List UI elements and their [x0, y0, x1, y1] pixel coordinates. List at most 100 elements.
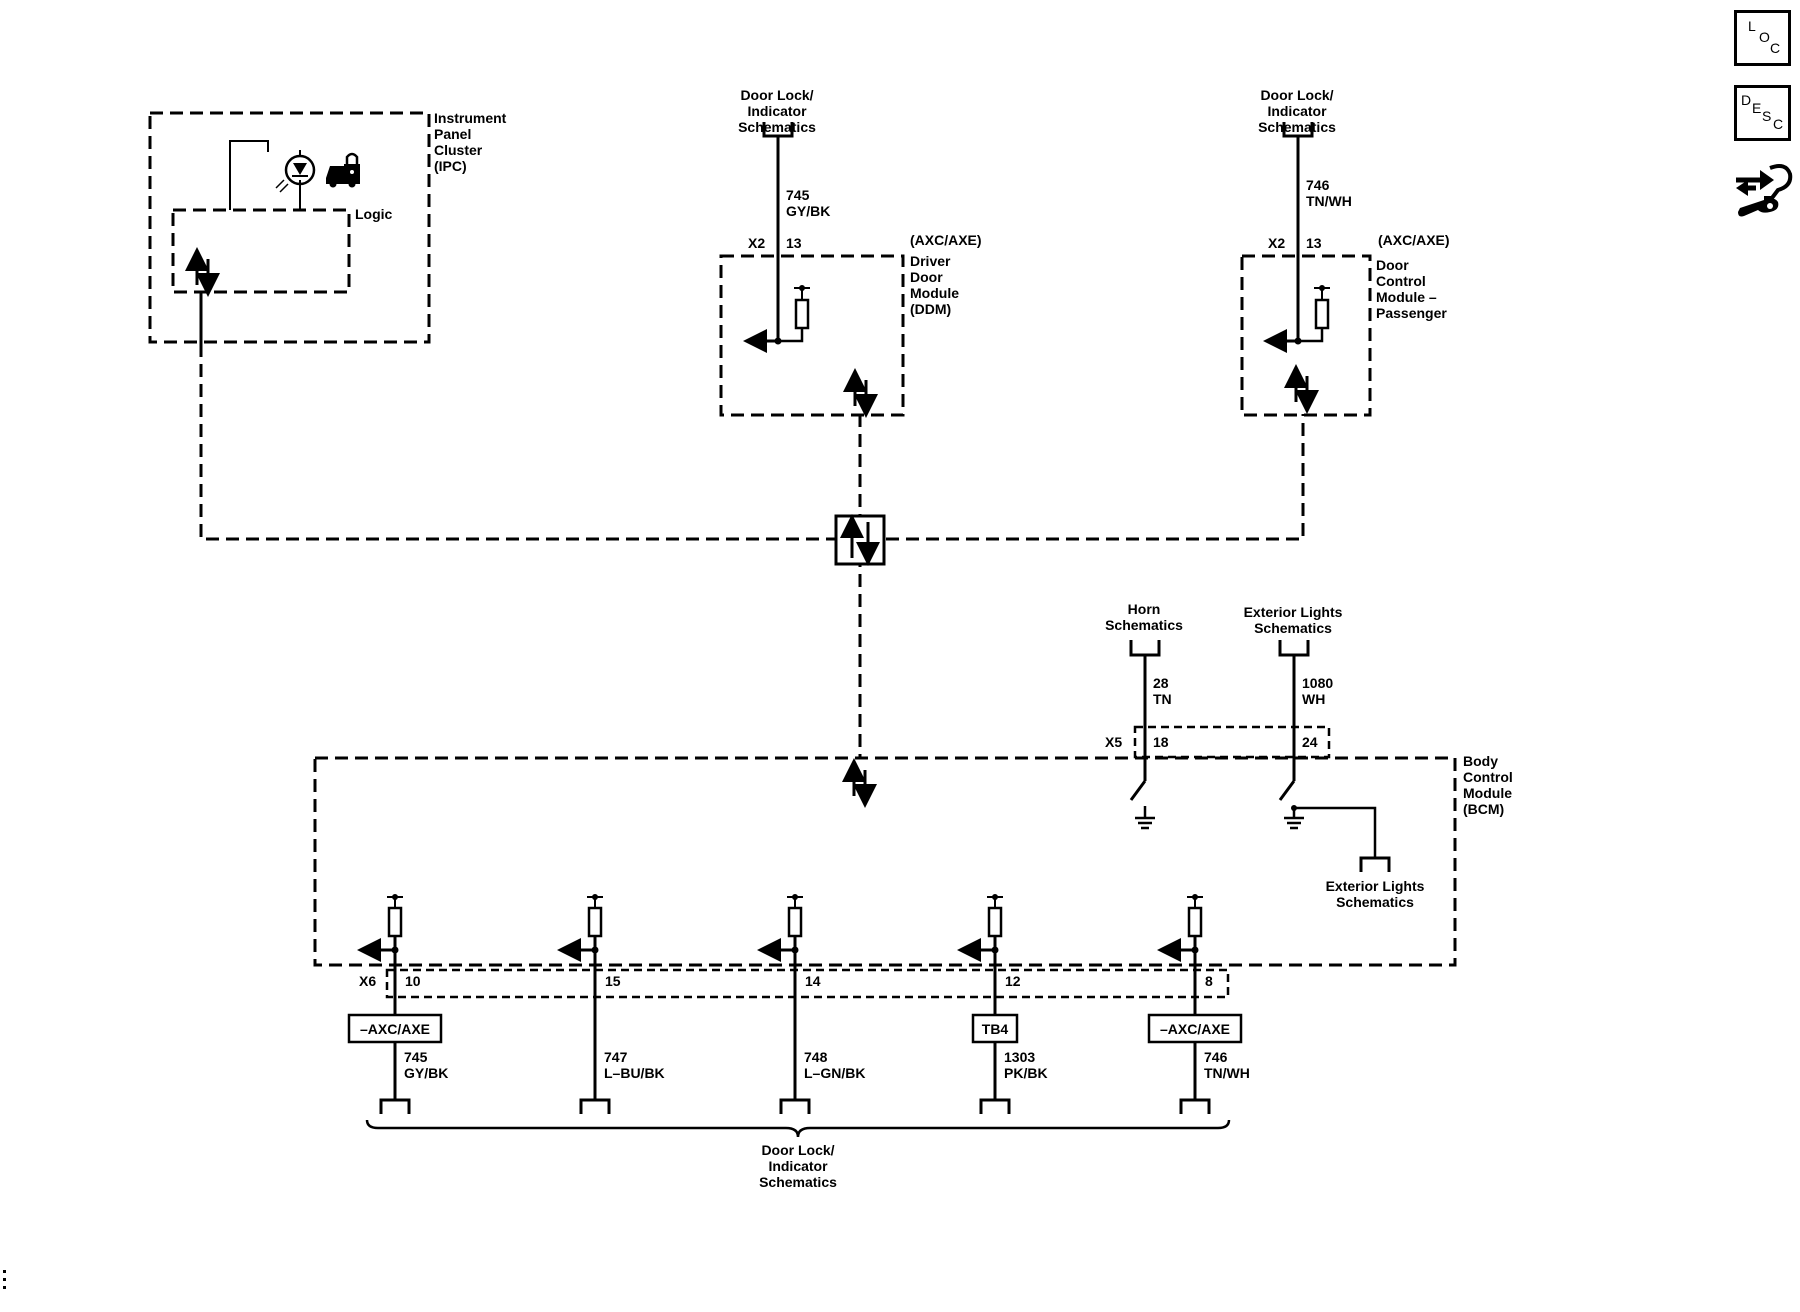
- x6-label: X6: [359, 973, 376, 989]
- horn-pin: 18: [1153, 734, 1169, 750]
- circuit-number: 747: [604, 1049, 628, 1065]
- ddm-option: (AXC/AXE): [910, 232, 982, 248]
- data-arrows-icon: [1284, 364, 1319, 414]
- exterior-lights-circuit: Exterior Lights Schematics 1080 WH 24 Ex…: [1244, 604, 1425, 910]
- dcmp-ref-label: Indicator: [1267, 103, 1327, 119]
- loc-letter: L: [1748, 18, 1756, 34]
- circuit-number: 748: [804, 1049, 828, 1065]
- pullup-resistor-icon: [1298, 285, 1330, 343]
- horn-circuit-num: 28: [1153, 675, 1169, 691]
- option-badge-label: TB4: [982, 1021, 1009, 1037]
- ext-side-connector-icon: [1359, 856, 1391, 872]
- ext-ref-label: Exterior Lights: [1244, 604, 1343, 620]
- description-icon[interactable]: D E S C: [1734, 85, 1791, 141]
- option-badge: [971, 1013, 1019, 1044]
- ext-ref-connector-icon: [1278, 640, 1310, 657]
- data-arrows-icon: [842, 758, 877, 808]
- ipc-label: (IPC): [434, 158, 467, 174]
- connector-icon: [1179, 1098, 1211, 1114]
- ddm-circuit: 745: [786, 187, 810, 203]
- option-badge: [347, 1013, 443, 1044]
- ipc-label: Panel: [434, 126, 471, 142]
- horn-wire: TN: [1153, 691, 1172, 707]
- dcmp-connector: X2: [1268, 235, 1285, 251]
- ddm-name: Module: [910, 285, 959, 301]
- wire-color: TN/WH: [1204, 1065, 1250, 1081]
- desc-letter: C: [1773, 116, 1784, 132]
- dcmp-option: (AXC/AXE): [1378, 232, 1450, 248]
- ddm-wire: GY/BK: [786, 203, 830, 219]
- ext-circuit-num: 1080: [1302, 675, 1333, 691]
- pullup-resistor-icon: [778, 285, 810, 343]
- ddm-ref-label: Schematics: [738, 119, 816, 135]
- gateway-icon: [834, 514, 886, 566]
- option-badge: [1147, 1013, 1243, 1044]
- wire-color: L–GN/BK: [804, 1065, 865, 1081]
- ddm-connector: X2: [748, 235, 765, 251]
- location-icon[interactable]: L O C: [1734, 10, 1791, 66]
- ddm-name: Driver: [910, 253, 951, 269]
- x6-connector-box: [385, 968, 1230, 999]
- circuit-number: 746: [1204, 1049, 1228, 1065]
- pin-number: 10: [405, 973, 421, 989]
- horn-ref-label: Horn: [1128, 601, 1161, 617]
- dcmp-circuit: 746: [1306, 177, 1330, 193]
- dcmp-pin: 13: [1306, 235, 1322, 251]
- page-mark: [3, 1270, 6, 1289]
- indicator-lamp-icon: [275, 150, 316, 193]
- diagnostic-procedures-icon[interactable]: [1734, 158, 1794, 222]
- wire-color: L–BU/BK: [604, 1065, 665, 1081]
- circuit-number: 1303: [1004, 1049, 1035, 1065]
- dcmp-name: Passenger: [1376, 305, 1447, 321]
- desc-letter: D: [1741, 92, 1752, 108]
- bottom-brace: [365, 1119, 1231, 1138]
- bcm-name: Body: [1463, 753, 1498, 769]
- resistor-icon: [1187, 906, 1203, 938]
- horn-circuit: Horn Schematics 28 TN 18: [1105, 601, 1183, 830]
- horn-ref-connector-icon: [1129, 640, 1161, 657]
- ipc-module: Instrument Panel Cluster (IPC) Logic: [148, 110, 507, 344]
- bottom-ref-label: Schematics: [759, 1174, 837, 1190]
- connector-icon: [579, 1098, 611, 1114]
- x5-connector-box: [1133, 725, 1331, 759]
- dcmp-ref-label: Schematics: [1258, 119, 1336, 135]
- ddm-module: Door Lock/ Indicator Schematics 745 GY/B…: [719, 87, 982, 418]
- resistor-icon: [787, 906, 803, 938]
- ext-side-ref-label: Exterior Lights: [1326, 878, 1425, 894]
- bcm-name: Control: [1463, 769, 1513, 785]
- pin-number: 15: [605, 973, 621, 989]
- loc-letter: O: [1759, 29, 1770, 45]
- pin-number: 14: [805, 973, 821, 989]
- connector-icon: [979, 1098, 1011, 1114]
- dcmp-name: Door: [1376, 257, 1409, 273]
- switch-icon: [1129, 780, 1147, 801]
- dcmp-ref-label: Door Lock/: [1260, 87, 1333, 103]
- ddm-name: (DDM): [910, 301, 951, 317]
- connector-icon: [779, 1098, 811, 1114]
- dcm-passenger-module: Door Lock/ Indicator Schematics 746 TN/W…: [1240, 87, 1450, 417]
- bcm-name: (BCM): [1463, 801, 1504, 817]
- resistor-icon: [987, 906, 1003, 938]
- circuit-number: 745: [404, 1049, 428, 1065]
- desc-letter: S: [1762, 108, 1772, 124]
- ipc-logic-label: Logic: [355, 206, 393, 222]
- ddm-ref-label: Door Lock/: [740, 87, 813, 103]
- ground-icon: [1135, 806, 1155, 830]
- wire-color: PK/BK: [1004, 1065, 1048, 1081]
- ext-side-ref-label: Schematics: [1336, 894, 1414, 910]
- ext-ref-label: Schematics: [1254, 620, 1332, 636]
- option-badge-label: –AXC/AXE: [360, 1021, 430, 1037]
- ddm-name: Door: [910, 269, 943, 285]
- vehicle-lock-icon: [326, 152, 360, 188]
- option-badge-label: –AXC/AXE: [1160, 1021, 1230, 1037]
- x5-label: X5: [1105, 734, 1122, 750]
- dcmp-name: Module –: [1376, 289, 1437, 305]
- serial-data-bus: [199, 344, 1305, 758]
- bottom-ref-label: Door Lock/: [761, 1142, 834, 1158]
- bottom-ref-label: Indicator: [768, 1158, 828, 1174]
- wire-color: GY/BK: [404, 1065, 448, 1081]
- ext-wire: WH: [1302, 691, 1325, 707]
- ddm-pin: 13: [786, 235, 802, 251]
